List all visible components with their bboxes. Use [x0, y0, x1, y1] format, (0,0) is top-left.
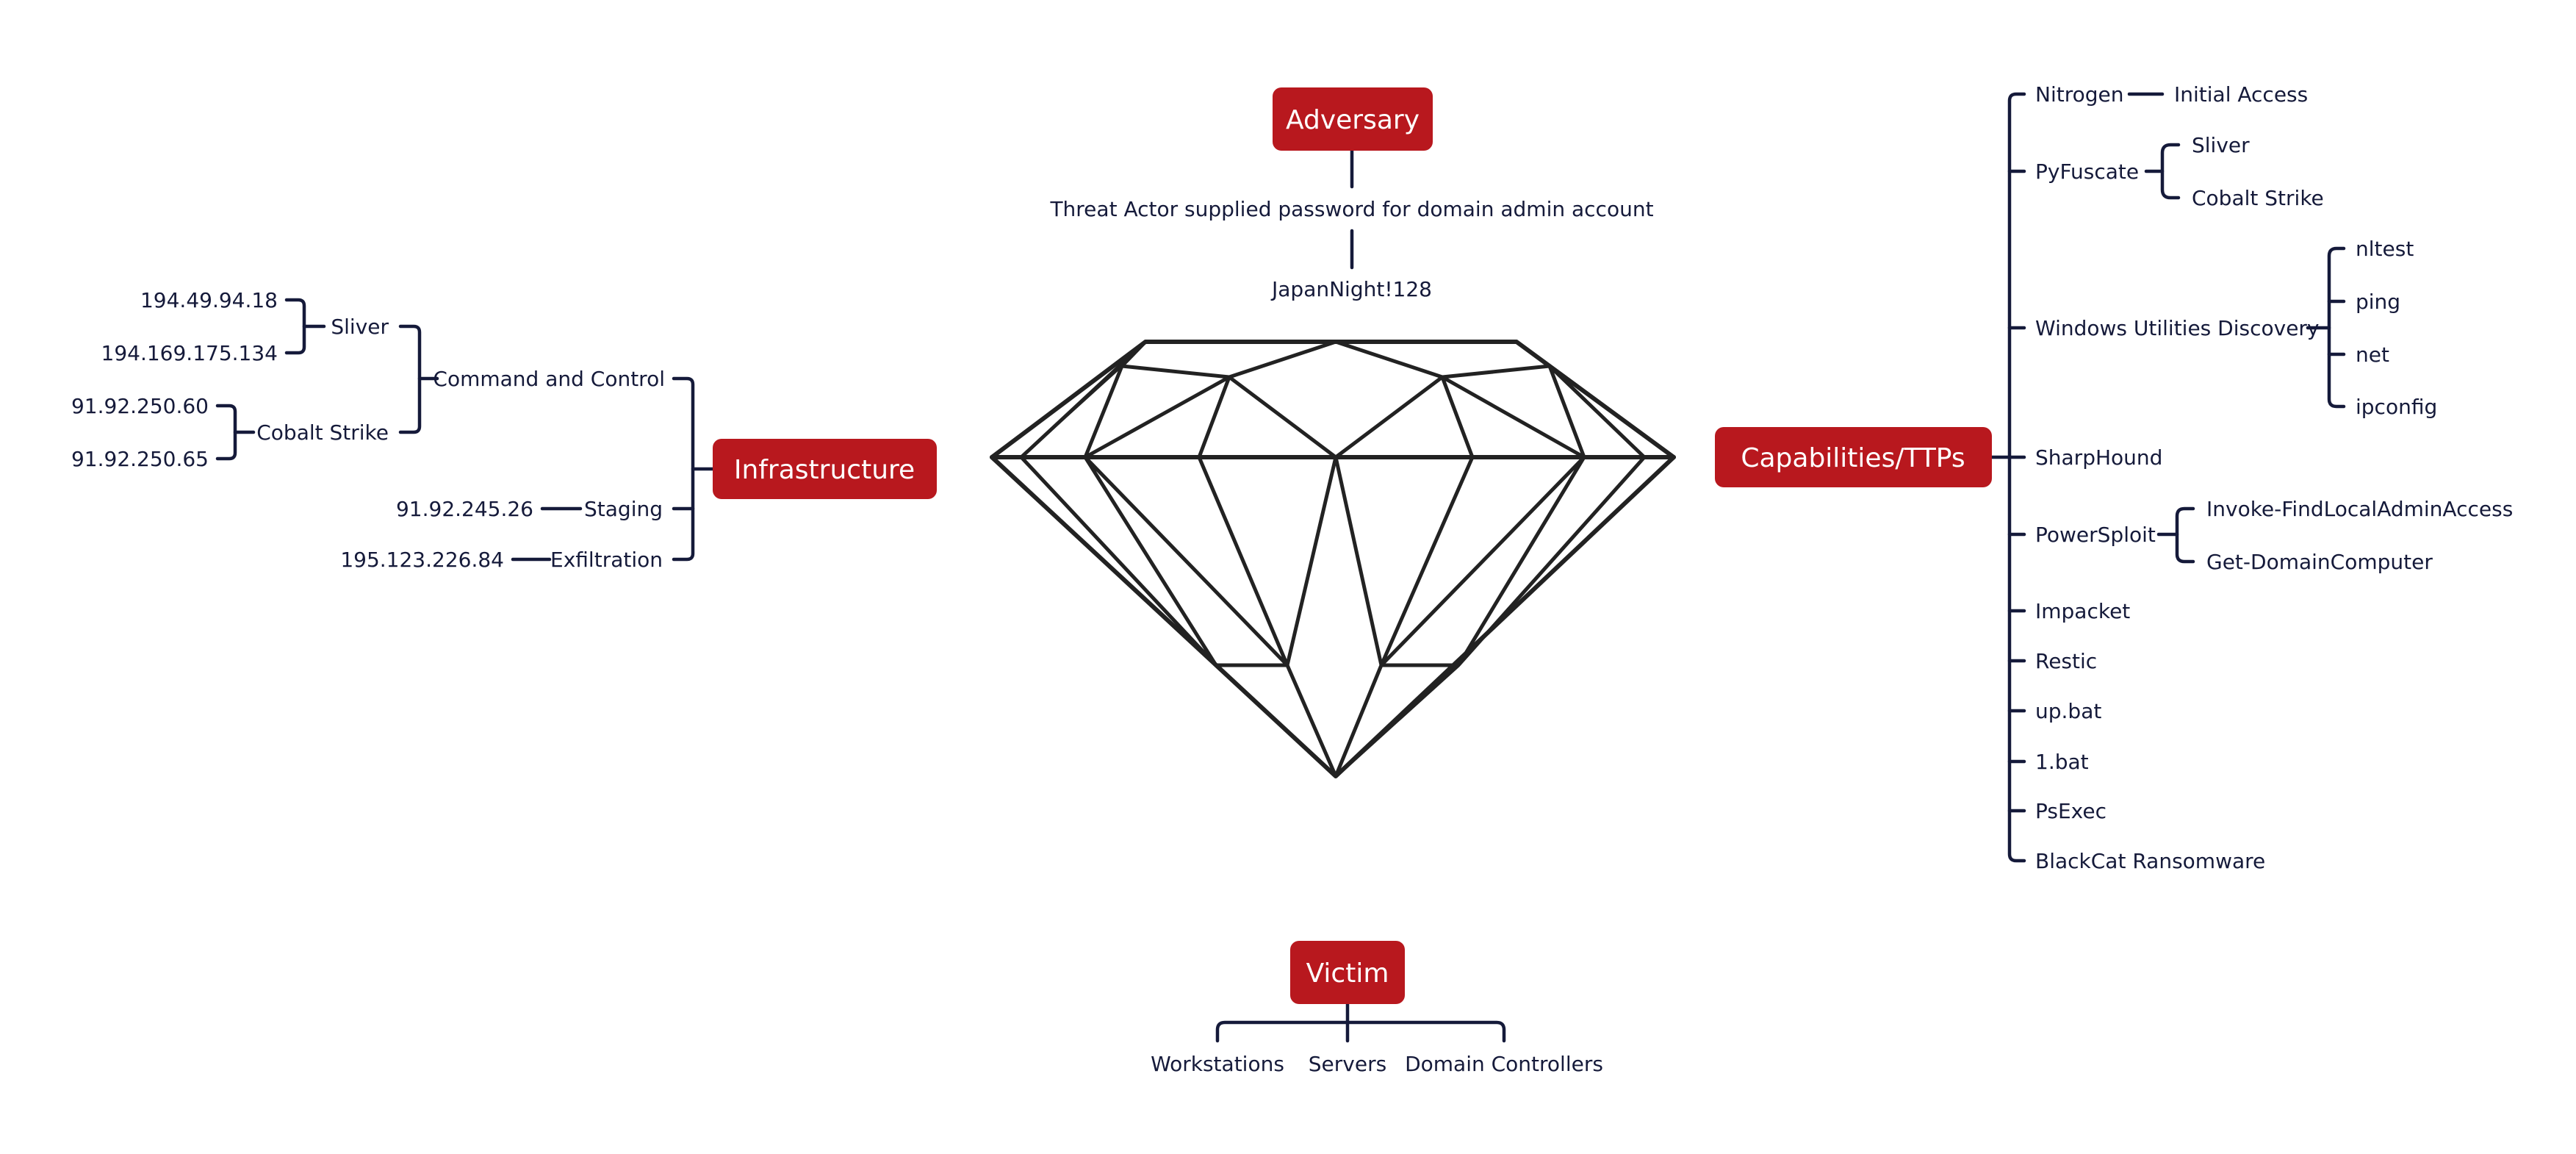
staging-label: Staging	[584, 497, 663, 521]
diamond-inner-lines	[1020, 365, 1646, 778]
infrastructure-label: Infrastructure	[734, 455, 915, 485]
cap-windows-utility-item: net	[2356, 343, 2389, 367]
exfiltration-label: Exfiltration	[550, 548, 663, 572]
victim-group: Victim Workstations Servers Domain Contr…	[1151, 941, 1603, 1076]
victim-child: Workstations	[1151, 1052, 1284, 1076]
cap-tool: 1.bat	[2035, 750, 2089, 774]
diamond-outline	[990, 340, 1676, 778]
cap-tool: up.bat	[2035, 699, 2101, 723]
victim-label: Victim	[1306, 958, 1389, 989]
cap-powersploit-child: Invoke-FindLocalAdminAccess	[2206, 497, 2513, 521]
cap-tool: Restic	[2035, 649, 2097, 673]
diamond-pavilion-facets	[1019, 455, 1647, 778]
c2-label: Command and Control	[433, 367, 665, 391]
capabilities-node	[1715, 427, 1992, 487]
cap-windows-utility-item: ipconfig	[2356, 395, 2437, 419]
adversary-detail: Threat Actor supplied password for domai…	[1049, 197, 1653, 221]
diamond-shape	[990, 340, 1676, 778]
cap-tool: BlackCat Ransomware	[2035, 849, 2265, 873]
cap-tool: Impacket	[2035, 599, 2130, 623]
c2-cobalt-strike-label: Cobalt Strike	[256, 420, 389, 445]
capabilities-connectors	[1990, 92, 2346, 863]
cap-powersploit-child: Get-DomainComputer	[2206, 550, 2433, 574]
diamond-crown-facets	[1019, 340, 1647, 459]
capabilities-label: Capabilities/TTPs	[1741, 443, 1965, 473]
exfiltration-ip: 195.123.226.84	[340, 548, 504, 572]
cap-initial-access: Initial Access	[2174, 82, 2308, 107]
victim-connectors	[1215, 1002, 1506, 1043]
adversary-group: Adversary Threat Actor supplied password…	[1049, 87, 1654, 301]
victim-child: Domain Controllers	[1405, 1052, 1603, 1076]
c2-cobalt-strike-ip: 91.92.250.65	[71, 447, 209, 471]
cap-powersploit: PowerSploit	[2035, 523, 2156, 547]
infrastructure-node	[713, 439, 937, 499]
cap-pyfuscate: PyFuscate	[2035, 160, 2139, 184]
victim-node	[1290, 941, 1405, 1004]
c2-cobalt-strike-ip: 91.92.250.60	[71, 394, 209, 418]
cap-pyfuscate-child: Cobalt Strike	[2192, 186, 2324, 210]
infrastructure-connectors	[215, 298, 715, 562]
adversary-password: JapanNight!128	[1270, 277, 1432, 301]
cap-sharphound: SharpHound	[2035, 445, 2162, 470]
adversary-label: Adversary	[1286, 105, 1420, 135]
c2-sliver-ip: 194.49.94.18	[140, 288, 278, 312]
infrastructure-group: Infrastructure Command and Control Slive…	[71, 288, 937, 572]
victim-child: Servers	[1309, 1052, 1386, 1076]
capabilities-group: Capabilities/TTPs Nitrogen Initial Acces…	[1715, 82, 2513, 873]
c2-sliver-ip: 194.169.175.134	[101, 341, 278, 365]
cap-windows-utilities: Windows Utilities Discovery	[2035, 316, 2320, 340]
staging-ip: 91.92.245.26	[396, 497, 533, 521]
adversary-node	[1273, 87, 1433, 151]
c2-sliver-label: Sliver	[331, 315, 389, 339]
cap-pyfuscate-child: Sliver	[2192, 133, 2250, 157]
cap-windows-utility-item: ping	[2356, 290, 2400, 314]
cap-nitrogen: Nitrogen	[2035, 82, 2123, 107]
cap-tool: PsExec	[2035, 799, 2107, 823]
cap-windows-utility-item: nltest	[2356, 237, 2414, 261]
